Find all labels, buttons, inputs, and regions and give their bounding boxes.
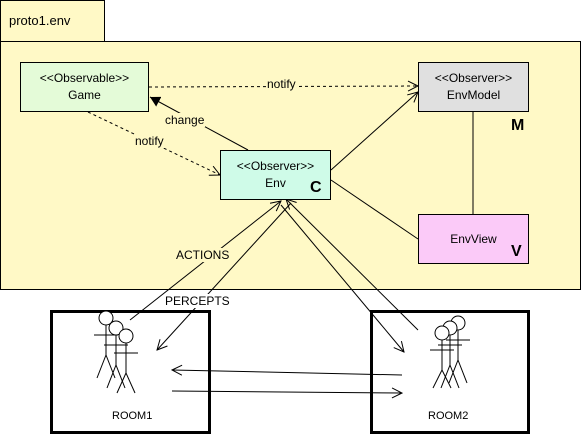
label-notify-envmodel: notify [266, 77, 297, 91]
game-name: Game [68, 88, 101, 102]
envview-name: EnvView [450, 231, 497, 246]
class-game: <<Observable>> Game [20, 62, 149, 112]
label-actions: ACTIONS [175, 248, 231, 262]
room2-label: ROOM2 [428, 410, 469, 422]
game-stereotype: <<Observable>> [39, 71, 130, 85]
agents-room2-icon [430, 315, 470, 389]
edge-env-room1-percepts [157, 202, 292, 350]
package-tab: proto1.env [0, 0, 105, 42]
edge-room1-room2 [171, 391, 402, 393]
env-stereotype: <<Observer>> [236, 159, 315, 173]
envmodel-name: EnvModel [446, 88, 501, 102]
label-change: change [164, 113, 206, 127]
label-percepts: PERCEPTS [164, 294, 231, 308]
env-badge: C [310, 179, 322, 196]
class-env: <<Observer>> Env [220, 150, 331, 200]
class-envview: EnvView [418, 214, 529, 264]
room1-label: ROOM1 [112, 410, 153, 422]
envview-badge: V [511, 243, 522, 260]
edge-env-envview [330, 179, 419, 240]
edge-room2-room1 [172, 370, 403, 375]
envmodel-badge: M [511, 117, 525, 134]
package-name: proto1.env [9, 13, 71, 28]
edge-env-envmodel [330, 92, 418, 171]
label-notify-env: notify [134, 134, 165, 148]
edge-room2-env-1 [286, 199, 419, 331]
envmodel-stereotype: <<Observer>> [434, 71, 513, 85]
env-name: Env [265, 176, 286, 190]
class-envmodel: <<Observer>> EnvModel [418, 62, 529, 112]
agents-room1-icon [94, 310, 138, 394]
edge-room2-env-2 [280, 204, 404, 352]
